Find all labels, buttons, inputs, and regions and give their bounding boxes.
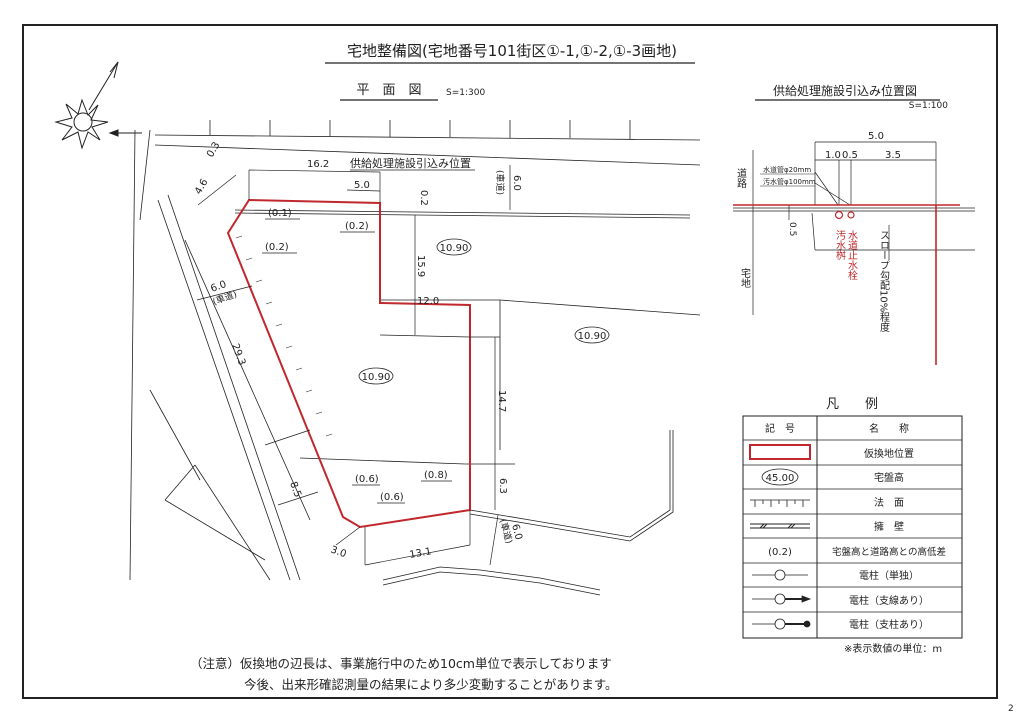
- inset-diagram: 供給処理施設引込み位置図 S=1:100 5.0 1.0: [733, 83, 975, 365]
- note-line-1: （注意）仮換地の辺長は、事業施行中のため10cm単位で表示しております: [190, 656, 612, 671]
- inset-dim-3-5: 3.5: [885, 150, 901, 161]
- dim-west-road: 6.0: [209, 279, 228, 295]
- legend-title: 凡 例: [826, 397, 878, 412]
- north-arrow-icon: [54, 61, 142, 150]
- legend-row-name: 電柱（支線あり）: [849, 594, 929, 607]
- dim-north-road: 6.0: [511, 175, 522, 191]
- plan-title: 平 面 図 S=1:300: [340, 83, 485, 101]
- legend-row-name: 宅盤高と道路高との高低差: [832, 546, 946, 558]
- utility-pole-icon: [752, 569, 808, 581]
- sewer-box-label: 汚水桝: [834, 229, 846, 261]
- sheet-title: 宅地整備図(宅地番号101街区①-1,①-2,①-3画地): [325, 42, 695, 64]
- legend-row-name: 法 面: [874, 496, 904, 509]
- dim-corner-0-3: 0.3: [205, 140, 222, 159]
- inset-dim-0-5: 0.5: [842, 150, 858, 161]
- ground-level: 10.90: [440, 243, 469, 254]
- ground-level: 10.90: [362, 372, 391, 383]
- dim-south-13-1: 13.1: [409, 546, 433, 561]
- height-diff: (0.6): [380, 492, 404, 503]
- water-valve-label: 水道止水栓: [846, 230, 858, 281]
- legend-row-name: 宅盤高: [874, 471, 904, 484]
- height-diff: (0.2): [265, 242, 289, 253]
- lot-position-symbol: [749, 444, 811, 460]
- inset-dim-1-0: 1.0: [825, 150, 841, 161]
- sheet-title-text: 宅地整備図(宅地番号101街区①-1,①-2,①-3画地): [347, 42, 677, 60]
- notes: （注意）仮換地の辺長は、事業施行中のため10cm単位で表示しております 今後、出…: [190, 656, 618, 692]
- lot-label: 宅地: [739, 267, 751, 288]
- ground-level: 10.90: [578, 331, 607, 342]
- utility-pole-guy-wire-icon: [752, 593, 812, 605]
- dim-step-12-0: 12.0: [417, 296, 439, 307]
- height-diff: (0.1): [268, 208, 292, 219]
- dim-service-width: 5.0: [354, 180, 370, 191]
- height-diff-labels: (0.1) (0.2) (0.2) (0.6) (0.6) (0.8): [262, 208, 452, 504]
- dim-south-3-0: 3.0: [329, 544, 348, 560]
- height-diff: (0.8): [424, 470, 448, 481]
- dim-south-road: 6.0: [509, 523, 524, 541]
- road-label: 道路: [735, 167, 747, 189]
- dim-southwest-8-5: 8.5: [287, 480, 303, 499]
- dim-depth-15-9: 15.9: [415, 255, 426, 277]
- ground-levels: 10.90 10.90 10.90: [358, 238, 610, 385]
- legend-row-name: 電柱（支柱あり）: [849, 618, 929, 631]
- sewer-pipe-label: 汚水管φ100mm: [763, 177, 816, 186]
- page-number: 2: [1008, 704, 1014, 714]
- legend-row-name: 仮換地位置: [864, 447, 914, 460]
- inset-dim-depth: 0.5: [787, 222, 797, 236]
- legend-header-name: 名 称: [869, 422, 909, 435]
- north-road-label: (車道): [494, 170, 506, 195]
- slope-hatching: [235, 235, 333, 437]
- service-location-label: 供給処理施設引込み位置: [350, 156, 471, 170]
- dim-southeast-6-3: 6.3: [497, 478, 508, 494]
- dim-corner-4-6: 4.6: [193, 177, 210, 196]
- dimension-lines: [196, 165, 511, 566]
- retaining-wall-icon: [750, 523, 810, 529]
- legend: 凡 例 記 号 名 称 仮換地位置 45.00 宅盤高: [742, 397, 963, 655]
- inset-dim-total: 5.0: [868, 131, 884, 142]
- legend-row-name: 擁 壁: [874, 520, 904, 533]
- sewer-box-icon: [834, 210, 844, 220]
- ground-level-symbol: 45.00: [766, 473, 795, 484]
- sheet-frame: [22, 24, 998, 699]
- dim-top-width: 16.2: [307, 159, 329, 170]
- plan-title-text: 平 面 図: [356, 83, 421, 98]
- slope-hatch-icon: [750, 499, 810, 507]
- height-diff: (0.6): [355, 474, 379, 485]
- water-pipe-label: 水道管φ20mm: [763, 165, 811, 174]
- inset-scale: S=1:100: [909, 101, 948, 111]
- slope-note: スロープ勾配10%程度: [878, 230, 890, 333]
- legend-header-symbol: 記 号: [765, 422, 795, 435]
- height-diff: (0.2): [345, 221, 369, 232]
- road-network: [129, 120, 701, 596]
- plan-scale: S=1:300: [446, 88, 485, 98]
- inset-title: 供給処理施設引込み位置図: [773, 83, 917, 98]
- dim-depth-14-7: 14.7: [496, 390, 507, 412]
- legend-row-name: 電柱（単独）: [859, 569, 919, 582]
- utility-pole-strut-icon: [752, 618, 811, 630]
- dim-step-0-2: 0.2: [418, 190, 429, 206]
- height-diff-symbol: (0.2): [768, 547, 792, 558]
- unit-note: ※表示数値の単位：m: [844, 642, 942, 655]
- water-valve-icon: [847, 211, 855, 219]
- note-line-2: 今後、出来形確認測量の結果により多少変動することがあります。: [244, 677, 618, 692]
- dim-west-29-3: 29.3: [229, 342, 247, 367]
